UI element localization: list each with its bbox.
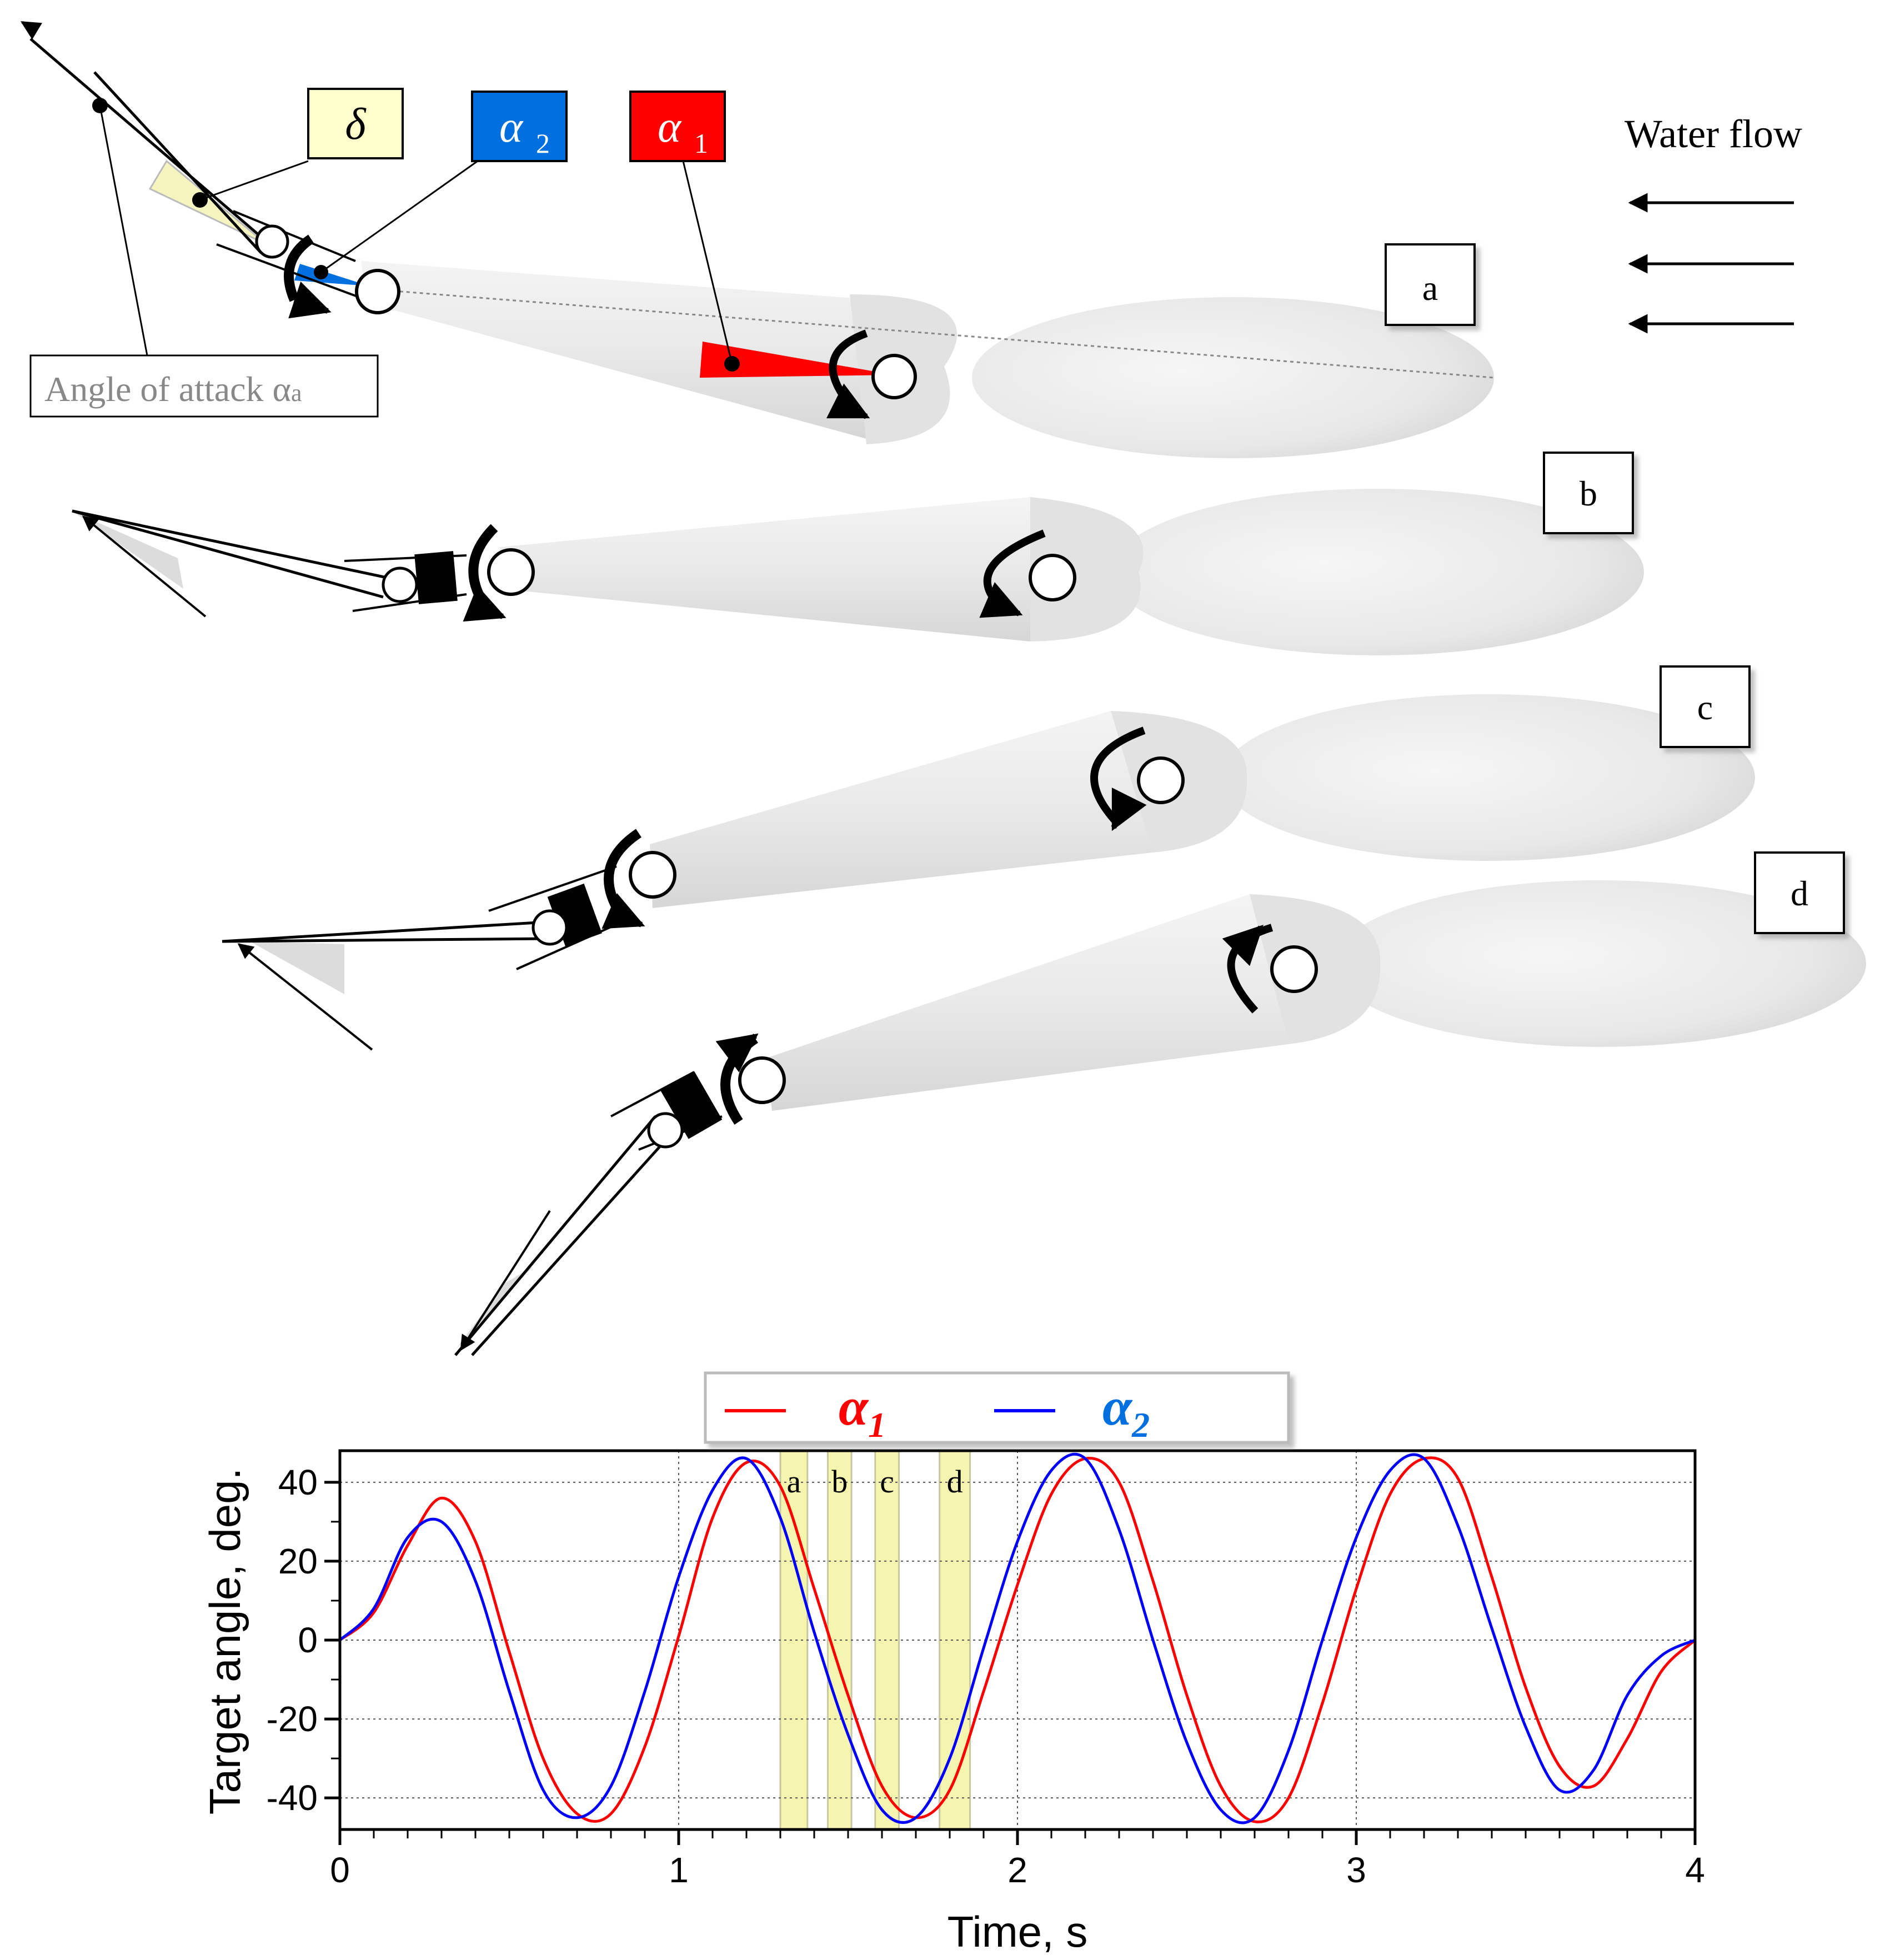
y-tick-label: 0 <box>298 1620 318 1660</box>
delta-label: δ <box>199 88 404 201</box>
pose-b <box>72 489 1644 655</box>
pose-b-neck-joint <box>487 548 535 596</box>
chart-series <box>339 1452 1696 1824</box>
pose-a-body-joint <box>871 354 917 399</box>
svg-text:c: c <box>1697 688 1713 727</box>
pose-a-tail-section <box>361 261 878 439</box>
axis-ticks: 0 1 2 3 4 40 20 0 -20 -40 <box>267 1462 1705 1890</box>
pose-d <box>454 880 1866 1356</box>
x-tick-label: 4 <box>1685 1850 1705 1890</box>
pose-d-head-section <box>1333 880 1866 1047</box>
pose-c-tail-section <box>650 711 1152 908</box>
band-label-a: a <box>787 1463 801 1500</box>
y-tick-label: 40 <box>278 1462 318 1502</box>
pose-c-fin-joint <box>532 909 568 946</box>
pose-a-tag: a <box>1385 243 1476 326</box>
alpha1-wedge <box>700 342 894 378</box>
series-line-alpha1 <box>339 1456 1696 1823</box>
pose-c <box>222 694 1755 1051</box>
band-label-b: b <box>831 1463 848 1500</box>
svg-text:α: α <box>658 103 682 152</box>
svg-text:2: 2 <box>536 128 550 159</box>
svg-text:Angle of attack αa: Angle of attack αa <box>44 369 302 409</box>
pose-d-tag: d <box>1754 851 1845 934</box>
x-axis-title: Time, s <box>947 1907 1088 1956</box>
pose-b-tail-section <box>500 497 1030 641</box>
pose-d-body-joint <box>1270 945 1318 993</box>
pose-a <box>20 21 1495 458</box>
band-label-c: c <box>880 1463 894 1500</box>
pose-a-neck-joint <box>355 269 400 314</box>
chart-grid <box>340 1451 1695 1829</box>
svg-text:δ: δ <box>345 100 367 149</box>
chart-legend: α1 α2 <box>704 1371 1290 1445</box>
pose-c-body-joint <box>1137 756 1185 804</box>
x-tick-label: 1 <box>669 1850 689 1890</box>
x-tick-label: 2 <box>1007 1850 1027 1890</box>
pose-c-tag: c <box>1660 665 1751 748</box>
pose-b-head-section <box>1111 489 1644 655</box>
y-axis-title: Target angle, deg. <box>200 1468 249 1814</box>
pose-c-head-section <box>1222 694 1755 861</box>
pose-b-fin-joint <box>382 567 418 603</box>
x-tick-label: 0 <box>330 1850 350 1890</box>
y-tick-label: -20 <box>267 1699 318 1739</box>
pose-d-neck-joint <box>738 1056 786 1104</box>
svg-text:1: 1 <box>694 128 708 159</box>
svg-text:a: a <box>1422 268 1438 308</box>
delta-wedge <box>148 159 267 245</box>
svg-text:d: d <box>1791 874 1808 913</box>
pose-a-fin-joint <box>255 224 289 259</box>
pose-c-neck-joint <box>629 851 676 899</box>
x-tick-label: 3 <box>1346 1850 1366 1890</box>
pose-a-head-section <box>972 297 1494 458</box>
y-tick-label: 20 <box>278 1541 318 1581</box>
band-label-d: d <box>947 1463 963 1500</box>
svg-text:α: α <box>499 103 524 152</box>
pose-d-tail-section <box>766 894 1289 1111</box>
pose-d-fin-joint <box>647 1112 684 1149</box>
pose-b-tag: b <box>1543 452 1634 534</box>
alpha1-label: α 1 <box>629 91 733 364</box>
angle-of-attack-label: Angle of attack αa <box>29 105 379 418</box>
svg-text:b: b <box>1580 474 1597 513</box>
series-line-alpha2 <box>339 1452 1696 1824</box>
highlight-band-d <box>939 1450 971 1831</box>
svg-text:Water flow: Water flow <box>1625 112 1802 156</box>
water-flow-indicator: Water flow <box>1625 112 1802 334</box>
pose-b-body-joint <box>1029 554 1076 601</box>
y-tick-label: -40 <box>267 1778 318 1818</box>
alpha2-label: α 2 <box>320 91 568 273</box>
